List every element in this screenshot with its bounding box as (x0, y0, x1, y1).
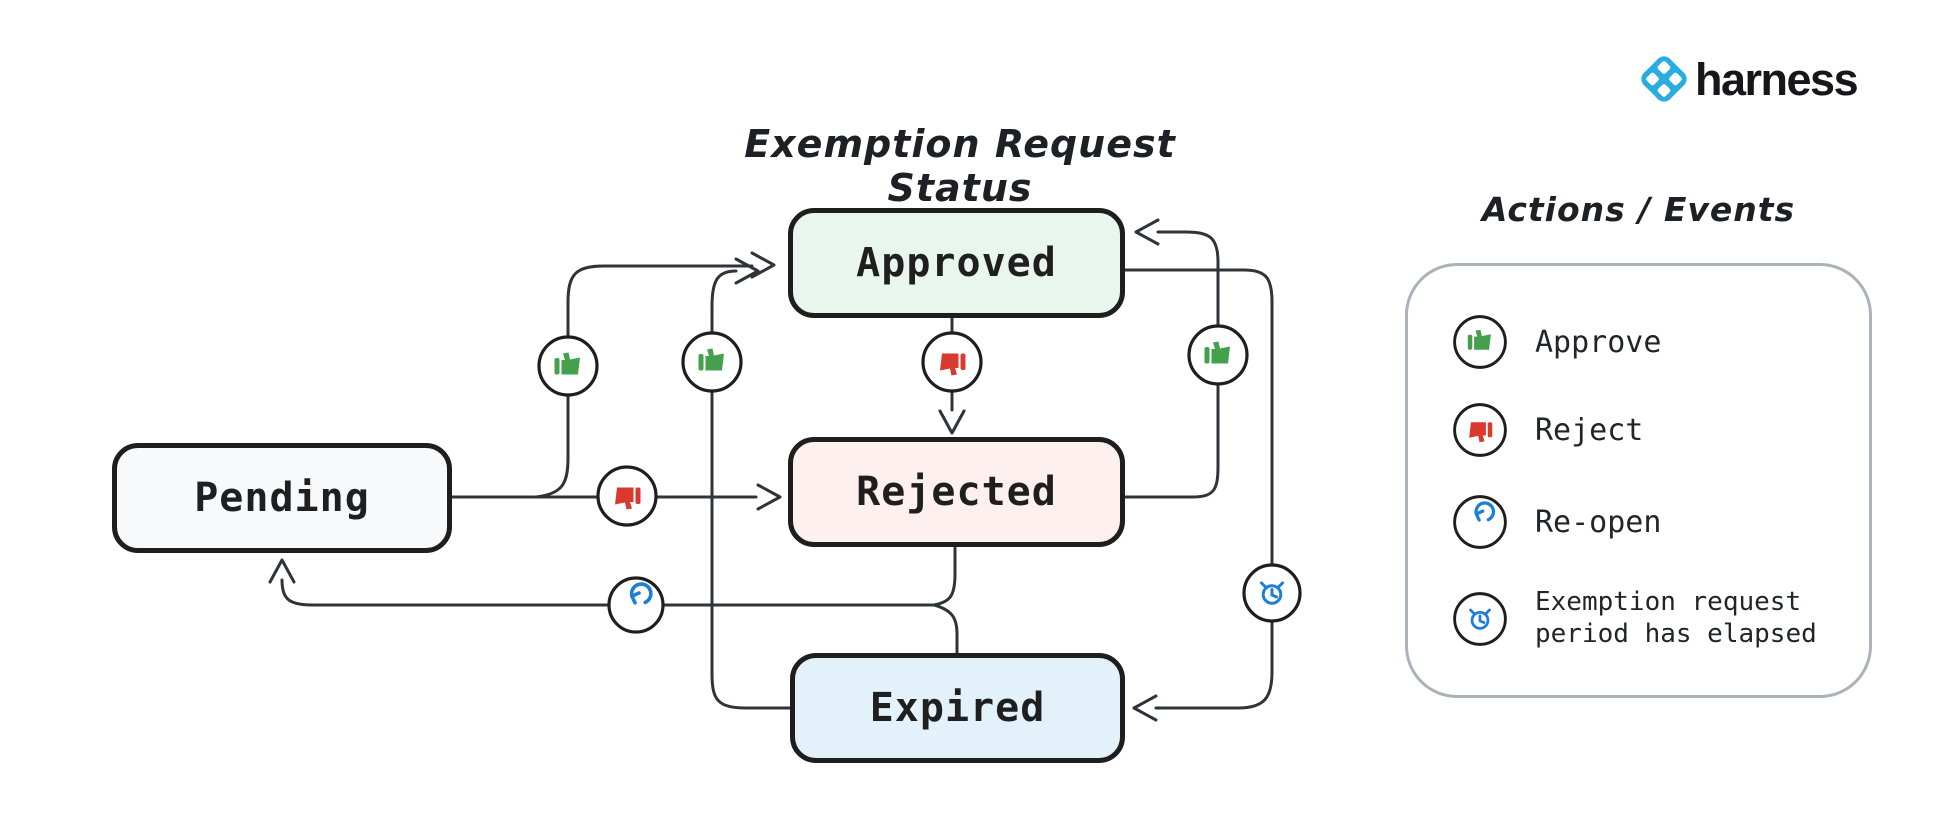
diagram-title: Exemption Request Status (744, 122, 1176, 210)
thumbs-up-icon (681, 331, 743, 393)
edge-pending-approved (534, 251, 776, 499)
state-approved: Approved (788, 208, 1125, 318)
reopen-icon (607, 576, 665, 634)
thumbs-up-icon (1187, 324, 1249, 386)
harness-diamond-icon (1641, 56, 1687, 102)
edge-expired-approved (710, 257, 792, 710)
legend-label: Approve (1535, 324, 1662, 360)
thumbs-up-icon (1453, 315, 1507, 369)
legend-label: Exemption request period has elapsed (1535, 587, 1817, 649)
legend-label: Re-open (1535, 504, 1662, 540)
legend-item-reject: Reject (1451, 401, 1643, 459)
thumbs-down-icon (1453, 403, 1507, 457)
alarm-clock-icon (1242, 563, 1302, 623)
state-rejected: Rejected (788, 437, 1125, 547)
state-expired: Expired (790, 653, 1125, 763)
thumbs-down-icon (921, 331, 983, 393)
thumbs-down-icon (596, 465, 658, 527)
legend-item-elapsed: Exemption request period has elapsed (1451, 587, 1837, 650)
edge-reopen-to-pending (268, 546, 959, 655)
harness-logo: harness (1636, 50, 1859, 108)
legend-item-reopen: Re-open (1451, 493, 1661, 551)
legend-item-approve: Approve (1451, 313, 1661, 371)
brand-name: harness (1695, 53, 1859, 105)
legend-title: Actions / Events (1481, 190, 1796, 229)
thumbs-up-icon (537, 335, 599, 397)
reopen-icon (1453, 495, 1507, 549)
state-pending: Pending (112, 443, 452, 553)
legend-box: Approve Reject Re-open Exemption request… (1405, 263, 1872, 698)
legend-label: Reject (1535, 412, 1644, 448)
edge-approved-expired (1123, 268, 1274, 722)
alarm-clock-icon (1453, 591, 1507, 646)
